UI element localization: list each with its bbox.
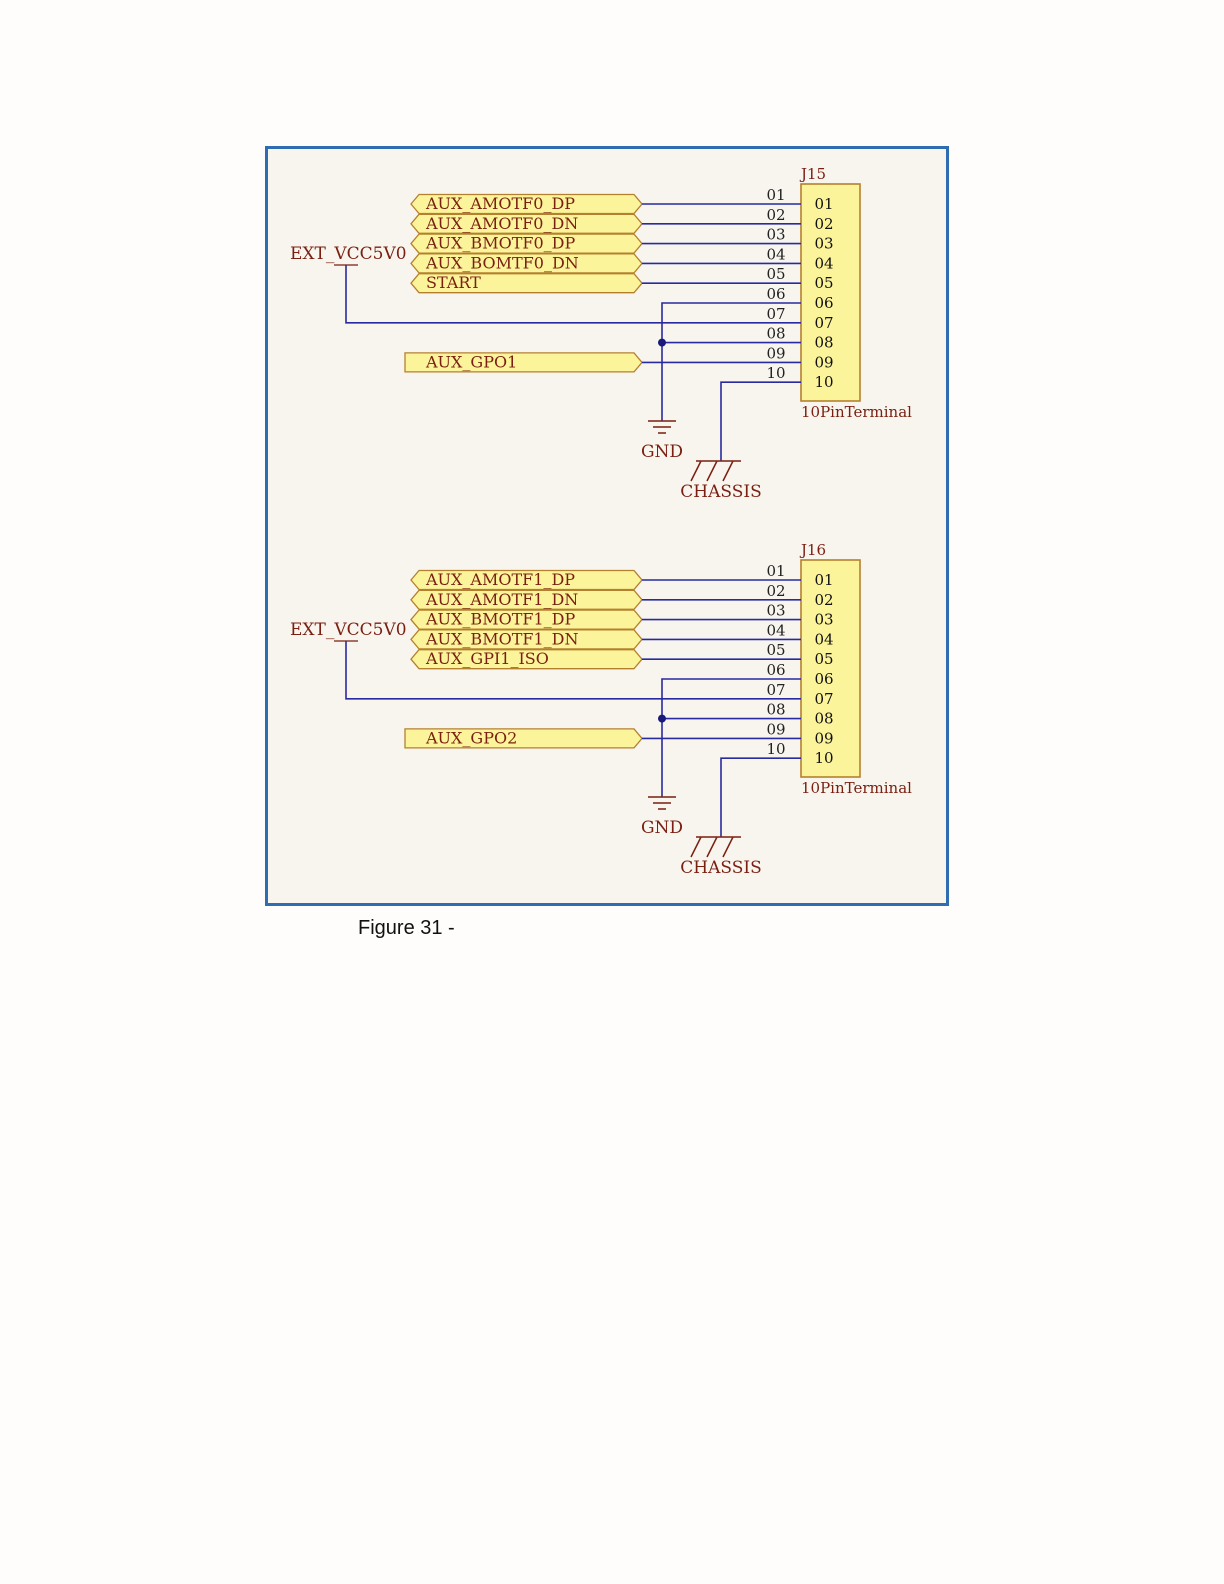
j15-pin-number-01: 01 bbox=[766, 186, 785, 204]
j15-type-label: 10PinTerminal bbox=[801, 403, 912, 421]
j15-pin-label-06: 06 bbox=[814, 294, 833, 312]
j15-output-port bbox=[404, 352, 643, 373]
j15-pin-number-03: 03 bbox=[766, 226, 785, 244]
j16-pin-label-04: 04 bbox=[814, 630, 833, 648]
j16-pin-label-07: 07 bbox=[814, 690, 833, 708]
j15-pin-number-10: 10 bbox=[766, 364, 785, 382]
j16-wire-gnd-trunk bbox=[661, 678, 763, 797]
j16-port-label-3: AUX_BMOTF1_DP bbox=[425, 610, 575, 629]
j16-chassis-label: CHASSIS bbox=[680, 858, 761, 878]
j15-pin-label-08: 08 bbox=[814, 334, 833, 352]
j16-pin-number-10: 10 bbox=[766, 740, 785, 758]
j16-pin-number-05: 05 bbox=[766, 641, 785, 659]
j16-pin-number-04: 04 bbox=[766, 621, 785, 639]
j16-pin-label-01: 01 bbox=[814, 571, 833, 589]
j15-gnd-symbol bbox=[648, 420, 676, 434]
j16-pin-number-09: 09 bbox=[766, 720, 785, 738]
j16-port-label-1: AUX_AMOTF1_DP bbox=[425, 570, 575, 589]
j15-gnd-label: GND bbox=[641, 442, 683, 462]
j15-pin-label-01: 01 bbox=[814, 195, 833, 213]
j16-gnd-symbol bbox=[648, 796, 676, 810]
j16-pin-number-06: 06 bbox=[766, 661, 785, 679]
j16-chassis-symbol bbox=[690, 836, 741, 858]
j16-pin-label-03: 03 bbox=[814, 611, 833, 629]
j15-power-label: EXT_VCC5V0 bbox=[290, 244, 407, 264]
j15-wire-gnd-trunk bbox=[661, 302, 763, 421]
j16-connector-body bbox=[800, 559, 861, 778]
j16-pin-number-08: 08 bbox=[766, 701, 785, 719]
j15-pin-label-09: 09 bbox=[814, 353, 833, 371]
figure-caption: Figure 31 - bbox=[358, 917, 455, 939]
j15-port-label-1: AUX_AMOTF0_DP bbox=[425, 194, 575, 213]
j15-pin-label-04: 04 bbox=[814, 254, 833, 272]
j16-type-label: 10PinTerminal bbox=[801, 779, 912, 797]
j16-wire-pin-07 bbox=[345, 641, 763, 700]
j16-power-label: EXT_VCC5V0 bbox=[290, 620, 407, 640]
j15-wire-pin-10 bbox=[720, 381, 763, 461]
j15-pin-number-05: 05 bbox=[766, 265, 785, 283]
j15-chassis-label: CHASSIS bbox=[680, 482, 761, 502]
j16-pin-label-08: 08 bbox=[814, 710, 833, 728]
j15-port-label-3: AUX_BMOTF0_DP bbox=[425, 234, 575, 253]
j15-pin-number-06: 06 bbox=[766, 285, 785, 303]
j15-pin-number-07: 07 bbox=[766, 305, 785, 323]
j15-port-label-2: AUX_AMOTF0_DN bbox=[425, 214, 578, 233]
j15-pin-label-10: 10 bbox=[814, 373, 833, 391]
j15-pin-label-03: 03 bbox=[814, 235, 833, 253]
j15-pin-label-05: 05 bbox=[814, 274, 833, 292]
j16-ref-label: J16 bbox=[799, 541, 826, 559]
j16-pin-label-09: 09 bbox=[814, 729, 833, 747]
j15-pin-number-09: 09 bbox=[766, 344, 785, 362]
j15-connector-body bbox=[800, 183, 861, 402]
j15-wire-pin-07 bbox=[345, 265, 763, 324]
j16-port-label-2: AUX_AMOTF1_DN bbox=[425, 590, 578, 609]
j16-gnd-label: GND bbox=[641, 818, 683, 838]
j15-chassis-symbol bbox=[690, 460, 741, 482]
j15-pin-number-02: 02 bbox=[766, 206, 785, 224]
j16-junction-dot bbox=[658, 714, 666, 723]
j16-pin-label-10: 10 bbox=[814, 749, 833, 767]
j16-pin-number-03: 03 bbox=[766, 602, 785, 620]
j16-wire-pin-10 bbox=[720, 757, 763, 837]
j15-pin-number-04: 04 bbox=[766, 245, 785, 263]
j15-junction-dot bbox=[658, 338, 666, 347]
j16-pin-number-07: 07 bbox=[766, 681, 785, 699]
j16-pin-number-01: 01 bbox=[766, 562, 785, 580]
j16-pin-label-02: 02 bbox=[814, 591, 833, 609]
j16-pin-label-05: 05 bbox=[814, 650, 833, 668]
j16-pin-number-02: 02 bbox=[766, 582, 785, 600]
j15-pin-label-02: 02 bbox=[814, 215, 833, 233]
j15-ref-label: J15 bbox=[799, 165, 826, 183]
j15-pin-number-08: 08 bbox=[766, 325, 785, 343]
j16-port-label-5: AUX_GPI1_ISO bbox=[425, 649, 549, 668]
j15-port-label-5: START bbox=[426, 273, 481, 292]
j15-pin-label-07: 07 bbox=[814, 314, 833, 332]
j16-output-port bbox=[404, 728, 643, 749]
j15-port-label-4: AUX_BOMTF0_DN bbox=[425, 253, 579, 272]
j16-output-port-label: AUX_GPO2 bbox=[425, 728, 517, 747]
j16-pin-label-06: 06 bbox=[814, 670, 833, 688]
j15-output-port-label: AUX_GPO1 bbox=[425, 352, 517, 371]
j16-port-label-4: AUX_BMOTF1_DN bbox=[425, 629, 578, 648]
